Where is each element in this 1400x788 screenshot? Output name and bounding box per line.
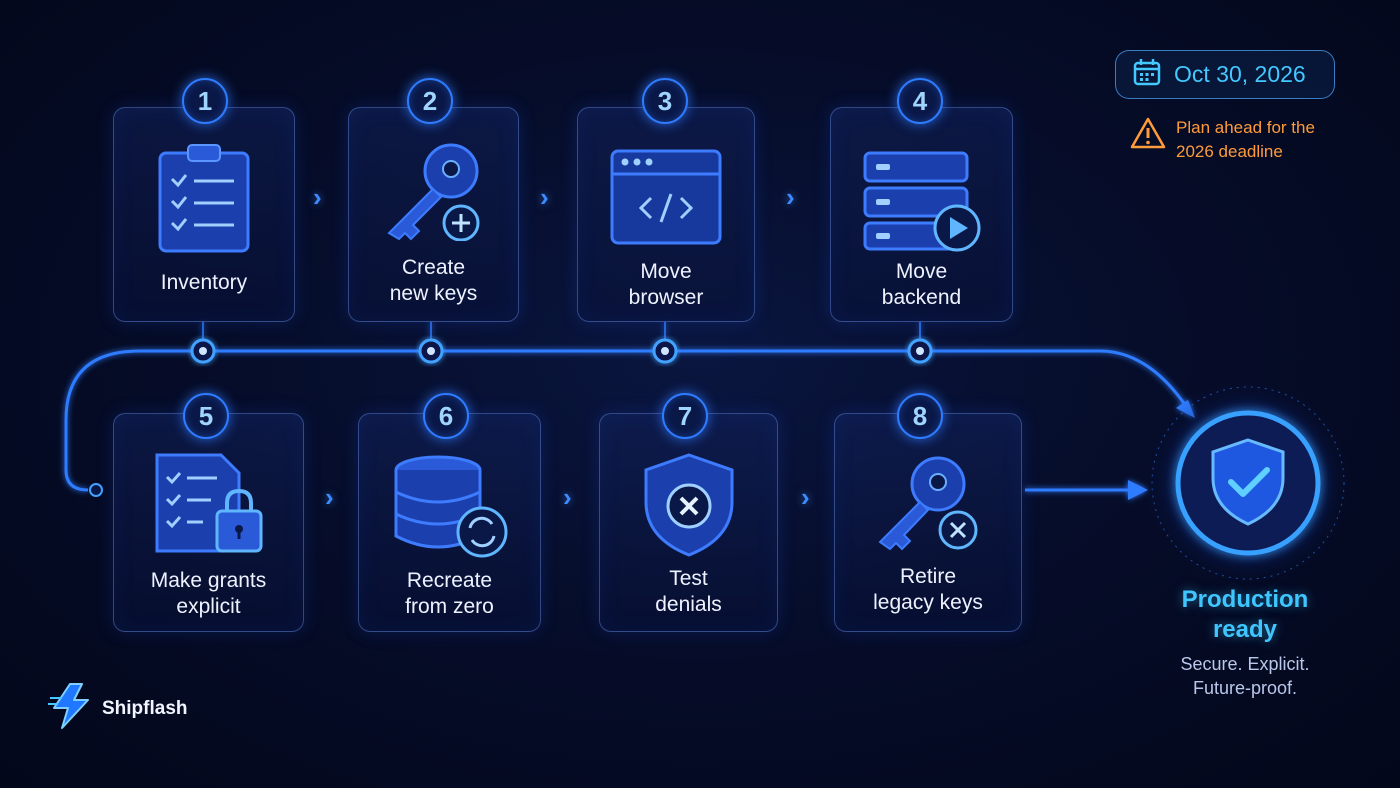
step-number-badge: 3 bbox=[642, 78, 688, 124]
timeline-node-core bbox=[661, 347, 669, 355]
step-label: Move backend bbox=[881, 260, 962, 309]
step-card-2: Create new keys bbox=[348, 107, 519, 322]
calendar-icon bbox=[1132, 57, 1162, 92]
step-number-badge: 7 bbox=[662, 393, 708, 439]
deadline-warning-text: Plan ahead for the 2026 deadline bbox=[1176, 118, 1315, 161]
timeline-node-core bbox=[916, 347, 924, 355]
deadline-warning: Plan ahead for the 2026 deadline bbox=[1130, 116, 1346, 164]
brand-name: Shipflash bbox=[102, 697, 188, 719]
timeline-line bbox=[64, 349, 1100, 492]
step-card-5: Make grants explicit bbox=[113, 413, 304, 632]
step-number-badge: 2 bbox=[407, 78, 453, 124]
timeline-node-core bbox=[199, 347, 207, 355]
production-ready-badge bbox=[1143, 378, 1353, 588]
step-card-8: Retire legacy keys bbox=[834, 413, 1022, 632]
server-play-icon bbox=[862, 150, 982, 257]
step-label: Make grants explicit bbox=[150, 569, 267, 618]
step-label: Move browser bbox=[628, 260, 704, 309]
step-number-badge: 6 bbox=[423, 393, 469, 439]
chevron-right-icon: › bbox=[786, 182, 795, 212]
timeline-start-node bbox=[89, 483, 103, 497]
chevron-right-icon: › bbox=[325, 482, 334, 512]
key-plus-icon bbox=[379, 141, 489, 246]
step-number-badge: 8 bbox=[897, 393, 943, 439]
browser-code-icon bbox=[609, 148, 723, 251]
chevron-right-icon: › bbox=[563, 482, 572, 512]
step-number-badge: 4 bbox=[897, 78, 943, 124]
step-number-badge: 5 bbox=[183, 393, 229, 439]
step-card-3: Move browser bbox=[577, 107, 755, 322]
step-card-1: Inventory bbox=[113, 107, 295, 322]
step-card-6: Recreate from zero bbox=[358, 413, 541, 632]
chevron-right-icon: › bbox=[313, 182, 322, 212]
shield-check-icon bbox=[1144, 379, 1352, 587]
step-label: Test denials bbox=[655, 567, 722, 616]
chevron-right-icon: › bbox=[801, 482, 810, 512]
document-lock-icon bbox=[153, 451, 265, 562]
step-label: Retire legacy keys bbox=[873, 565, 983, 614]
timeline-node-core bbox=[427, 347, 435, 355]
key-x-icon bbox=[874, 454, 982, 557]
final-title: Production ready bbox=[1181, 586, 1309, 643]
warning-icon bbox=[1130, 116, 1166, 164]
final-subtitle: Secure. Explicit. Future-proof. bbox=[1180, 654, 1310, 698]
step-label: Inventory bbox=[160, 271, 248, 294]
step-label: Recreate from zero bbox=[405, 569, 494, 618]
timeline-to-final bbox=[1099, 349, 1192, 413]
deadline-date: Oct 30, 2026 bbox=[1174, 61, 1306, 87]
database-refresh-icon bbox=[392, 454, 508, 563]
timeline-nodes bbox=[89, 338, 933, 497]
shield-x-icon bbox=[642, 452, 736, 563]
lightning-logo-icon bbox=[48, 682, 94, 735]
step-number-badge: 1 bbox=[182, 78, 228, 124]
brand: Shipflash bbox=[48, 682, 188, 735]
arrow-head-icon bbox=[1128, 480, 1148, 500]
step-card-7: Test denials bbox=[599, 413, 778, 632]
clipboard-checklist-icon bbox=[156, 143, 252, 258]
step-card-4: Move backend bbox=[830, 107, 1013, 322]
deadline-date-pill: Oct 30, 2026 bbox=[1115, 50, 1335, 99]
step-label: Create new keys bbox=[389, 256, 478, 305]
chevron-right-icon: › bbox=[540, 182, 549, 212]
